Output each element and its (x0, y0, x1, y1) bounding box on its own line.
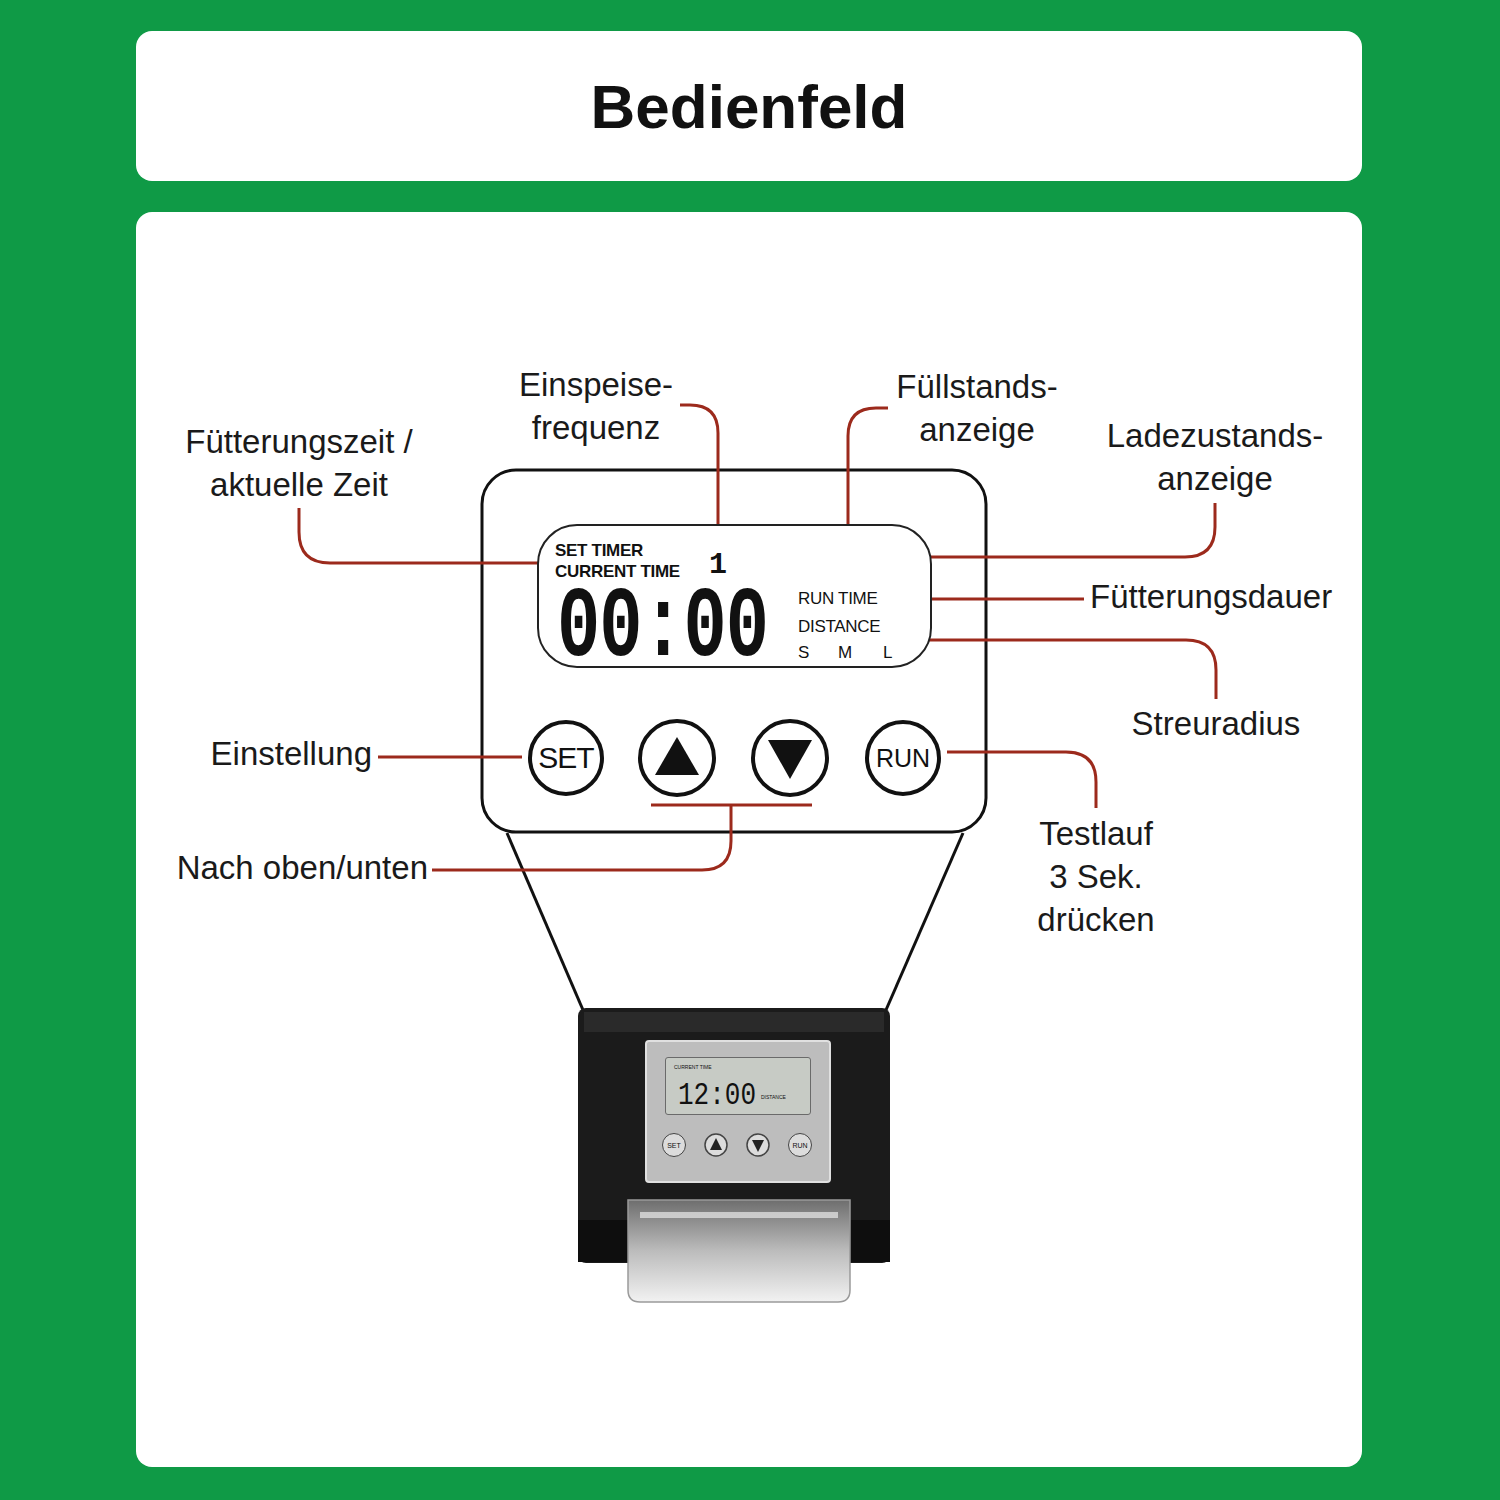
callout-label: Fütterungsdauer (1090, 575, 1358, 618)
callout-label: Füllstands- anzeige (867, 365, 1087, 451)
up-arrow (655, 737, 699, 775)
indicator-text: DISTANCE (798, 617, 880, 637)
indicator-text: CURRENT TIME (674, 1064, 712, 1070)
button-text: RUN (792, 1142, 807, 1149)
time-digits: 00:00 (557, 578, 768, 679)
button-text: SET (538, 743, 593, 773)
down-button (753, 721, 827, 795)
set-button: SET (528, 720, 604, 796)
size-letter: M (838, 643, 852, 663)
callout-label: Testlauf 3 Sek. drücken (1029, 812, 1164, 941)
up-button (640, 721, 714, 795)
indicator-text: SET TIMER (555, 541, 643, 561)
header-box: Bedienfeld (136, 31, 1362, 181)
button-text: SET (667, 1142, 681, 1149)
callout-label: Nach oben/unten (128, 846, 428, 889)
callout-label: Ladezustands- anzeige (1085, 414, 1345, 500)
leader-lines (299, 405, 1216, 870)
lcd-screen: SET TIMERCURRENT TIME100:00RUN TIMEDISTA… (537, 524, 932, 668)
time-digits: 12:00 (678, 1080, 756, 1111)
button-text: RUN (876, 746, 930, 771)
callout-label: Einstellung (122, 732, 372, 775)
device-photo (578, 1008, 890, 1302)
size-letter: S (798, 643, 809, 663)
callout-label: Streuradius (1086, 702, 1346, 745)
callout-label: Fütterungszeit / aktuelle Zeit (149, 420, 449, 506)
main-panel (136, 212, 1362, 1467)
run-button: RUN (865, 720, 941, 796)
photo-lcd: CURRENT TIME 12:00 DISTANCE (665, 1057, 811, 1115)
photo-set-button: SET (662, 1133, 686, 1157)
indicator-text: DISTANCE (761, 1094, 786, 1100)
header-panel (136, 31, 1362, 181)
zoom-line (886, 833, 963, 1010)
title: Bedienfeld (591, 71, 908, 142)
down-arrow (768, 740, 812, 779)
callout-label: Einspeise- frequenz (486, 363, 706, 449)
control-panel (482, 470, 986, 832)
photo-run-button: RUN (788, 1133, 812, 1157)
zoom-line (507, 833, 583, 1010)
frequency-digit: 1 (709, 550, 727, 580)
size-letter: L (883, 643, 892, 663)
indicator-text: RUN TIME (798, 589, 877, 609)
